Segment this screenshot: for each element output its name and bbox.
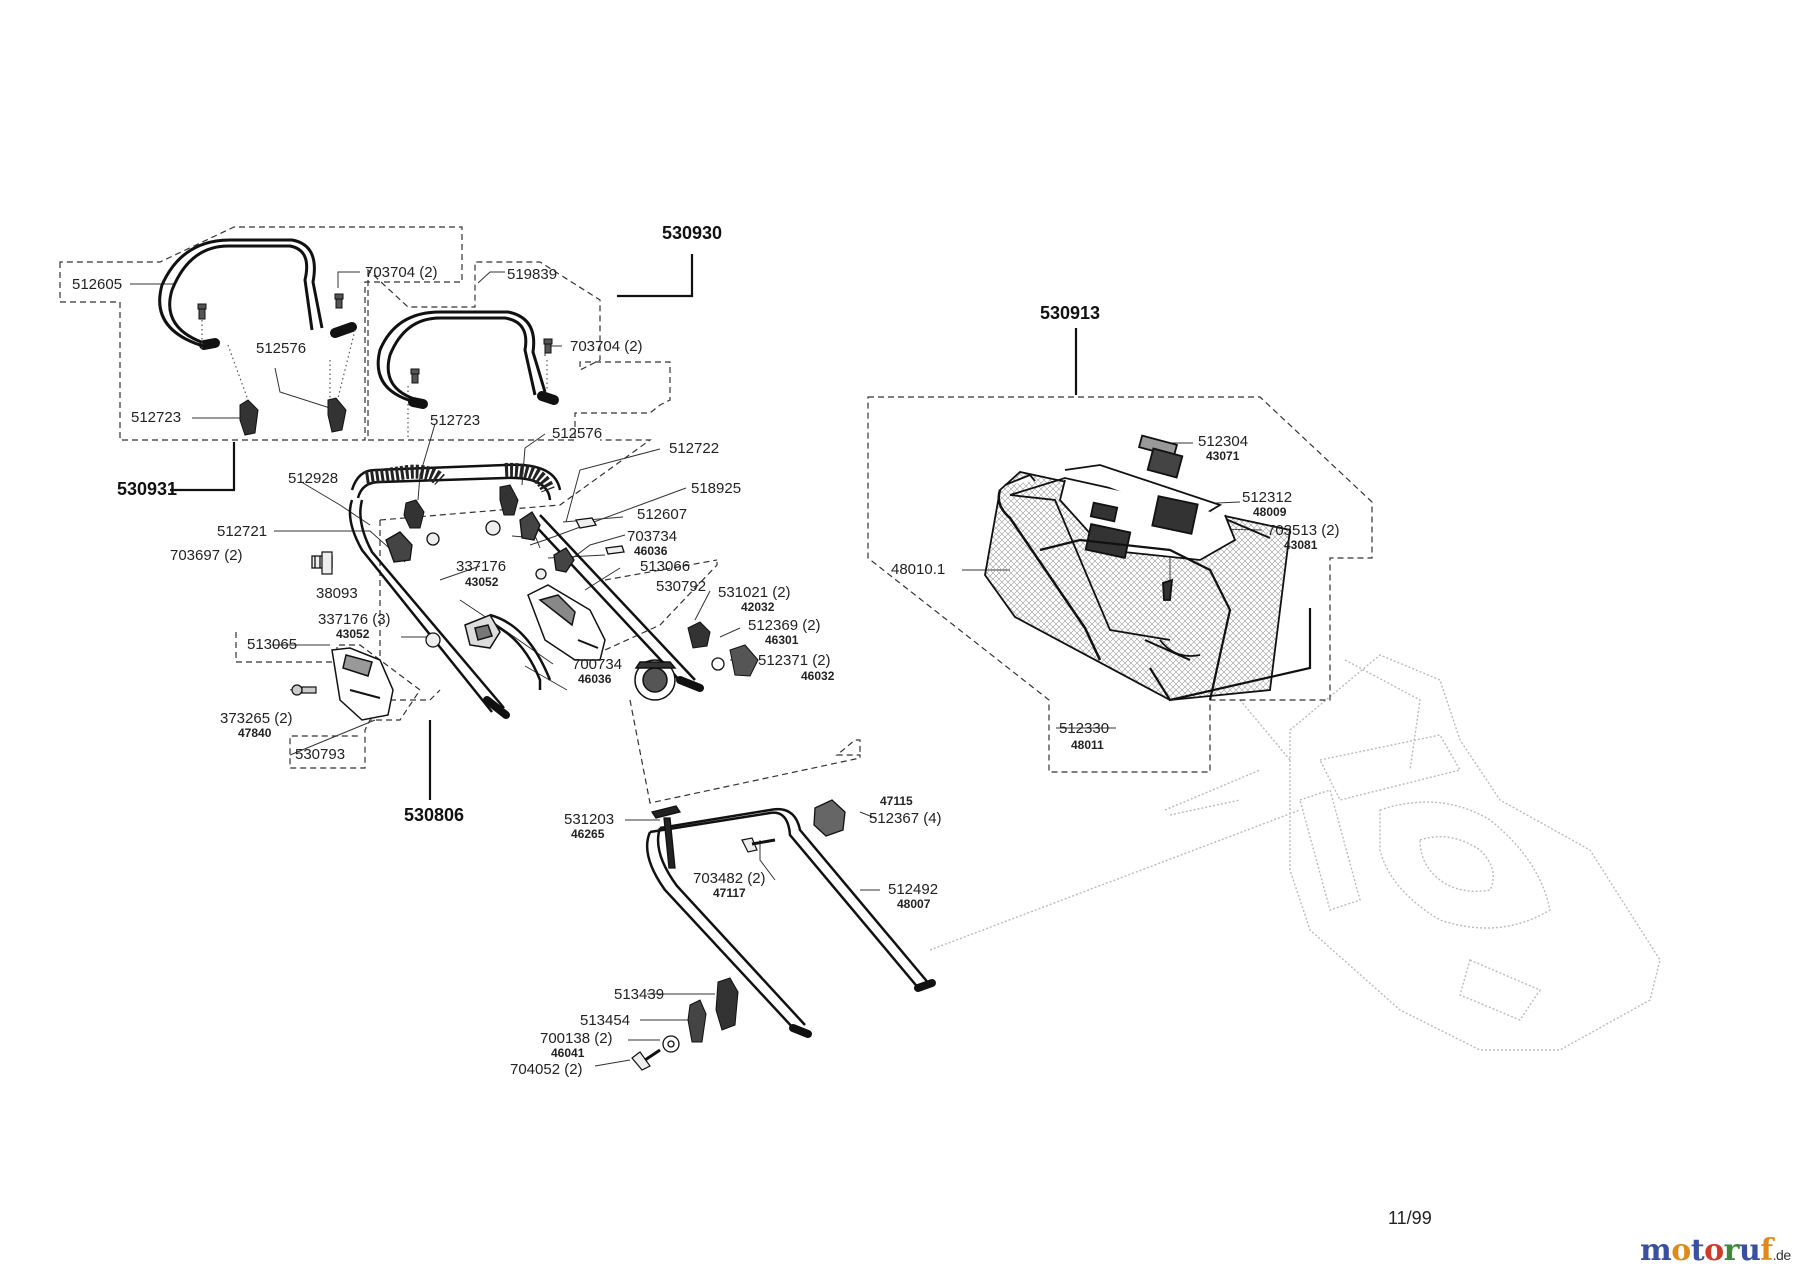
part-code: 46036 bbox=[578, 672, 612, 686]
part-label: 703704 (2) bbox=[365, 264, 438, 281]
lower-handle-rails bbox=[348, 499, 704, 719]
part-label: 703513 (2) bbox=[1267, 522, 1340, 539]
bracket-513066 bbox=[527, 584, 606, 661]
part-label: 337176 bbox=[456, 558, 507, 575]
part-label: 512367 (4) bbox=[869, 810, 942, 827]
leader-lines bbox=[130, 271, 1263, 1067]
screws-top bbox=[197, 293, 553, 384]
part-label: 530793 bbox=[295, 746, 346, 763]
part-code: 46041 bbox=[551, 1046, 585, 1060]
part-label: 513066 bbox=[640, 558, 691, 575]
part-label: 48010.1 bbox=[891, 561, 946, 578]
part-label: 512723 bbox=[131, 409, 182, 426]
part-label: 512605 bbox=[72, 276, 123, 293]
logo-tld: .de bbox=[1772, 1247, 1791, 1263]
part-label: 530792 bbox=[656, 578, 707, 595]
part-code: 47840 bbox=[238, 726, 272, 740]
part-label: 703482 (2) bbox=[693, 870, 766, 887]
part-label: 512371 (2) bbox=[758, 652, 831, 669]
group-leaders bbox=[170, 254, 1078, 800]
part-label: 512576 bbox=[552, 425, 603, 442]
part-label: 337176 (3) bbox=[318, 611, 391, 628]
part-label: 700138 (2) bbox=[540, 1030, 613, 1047]
main-handle-grip bbox=[350, 462, 562, 501]
group-label-530931: 530931 bbox=[117, 479, 178, 499]
upper-handle-530931 bbox=[158, 238, 357, 350]
part-label: 512492 bbox=[888, 881, 939, 898]
part-code: 48011 bbox=[1071, 738, 1104, 752]
part-label: 512576 bbox=[256, 340, 307, 357]
revision-date: 11/99 bbox=[1388, 1208, 1432, 1228]
part-label: 700734 bbox=[572, 656, 623, 673]
part-code: 42032 bbox=[741, 600, 775, 614]
clamp-512576-left bbox=[327, 397, 347, 433]
logo-wordmark: motoruf bbox=[1640, 1233, 1773, 1268]
part-label: 512330 bbox=[1059, 720, 1110, 737]
part-label: 531021 (2) bbox=[718, 584, 791, 601]
clamp-512723-left bbox=[239, 399, 259, 436]
part-code: 46265 bbox=[571, 827, 605, 841]
group-label-530806: 530806 bbox=[404, 805, 465, 825]
part-label: 512722 bbox=[669, 440, 720, 457]
clamp-512723-mid bbox=[403, 499, 425, 529]
bolt-703482 bbox=[741, 837, 776, 853]
part-label: 703734 bbox=[627, 528, 678, 545]
part-label: 704052 (2) bbox=[510, 1061, 583, 1078]
handle-519839 bbox=[376, 310, 559, 409]
screw-703697 bbox=[321, 551, 333, 575]
part-label: 703704 (2) bbox=[570, 338, 643, 355]
part-label: 518925 bbox=[691, 480, 742, 497]
part-label: 703697 (2) bbox=[170, 547, 243, 564]
knob-512367 bbox=[813, 799, 846, 837]
part-code: 43071 bbox=[1206, 449, 1240, 463]
gear-wheel bbox=[634, 659, 677, 701]
clip-513439 bbox=[715, 977, 739, 1031]
part-code: 48007 bbox=[897, 897, 931, 911]
part-label: 519839 bbox=[507, 266, 558, 283]
clip-513454 bbox=[687, 999, 707, 1043]
part-label: 373265 (2) bbox=[220, 710, 293, 727]
part-label: 513065 bbox=[247, 636, 298, 653]
part-code: 47117 bbox=[713, 886, 746, 900]
part-code: 43081 bbox=[1284, 538, 1318, 552]
part-label: 512928 bbox=[288, 470, 339, 487]
part-label: 531203 bbox=[564, 811, 615, 828]
part-label: 513454 bbox=[580, 1012, 631, 1029]
lower-handle-512492 bbox=[645, 807, 936, 1038]
washer-512369 bbox=[711, 657, 725, 671]
site-logo: motoruf.de bbox=[1640, 1233, 1791, 1268]
bolt-704052 bbox=[631, 1048, 661, 1071]
screw-373265 bbox=[291, 684, 317, 696]
bracket-530793 bbox=[331, 647, 394, 721]
mower-deck-outline bbox=[929, 654, 1661, 1051]
part-label: 38093 bbox=[316, 585, 358, 602]
group-label-530930: 530930 bbox=[662, 223, 723, 243]
part-label: 513439 bbox=[614, 986, 665, 1003]
part-label: 512312 bbox=[1242, 489, 1293, 506]
lever-531203 bbox=[650, 805, 682, 869]
part-label: 512607 bbox=[637, 506, 688, 523]
part-label: 512369 (2) bbox=[748, 617, 821, 634]
part-label: 512723 bbox=[430, 412, 481, 429]
part-code: 43052 bbox=[336, 627, 370, 641]
grass-catcher-530913 bbox=[984, 434, 1312, 702]
part-label: 512304 bbox=[1198, 433, 1249, 450]
knob-512371 bbox=[729, 644, 759, 677]
group-label-530913: 530913 bbox=[1040, 303, 1101, 323]
bracket-38093 bbox=[464, 614, 501, 649]
part-code: 47115 bbox=[880, 794, 913, 808]
adjuster-531021 bbox=[687, 621, 711, 649]
hardware-cluster bbox=[311, 511, 625, 648]
washer-700138 bbox=[662, 1035, 680, 1053]
part-code: 46032 bbox=[801, 669, 835, 683]
part-label: 512721 bbox=[217, 523, 268, 540]
clamp-512576-mid bbox=[499, 484, 519, 516]
part-code: 48009 bbox=[1253, 505, 1287, 519]
part-code: 43052 bbox=[465, 575, 499, 589]
part-code: 46301 bbox=[765, 633, 799, 647]
part-code: 46036 bbox=[634, 544, 668, 558]
